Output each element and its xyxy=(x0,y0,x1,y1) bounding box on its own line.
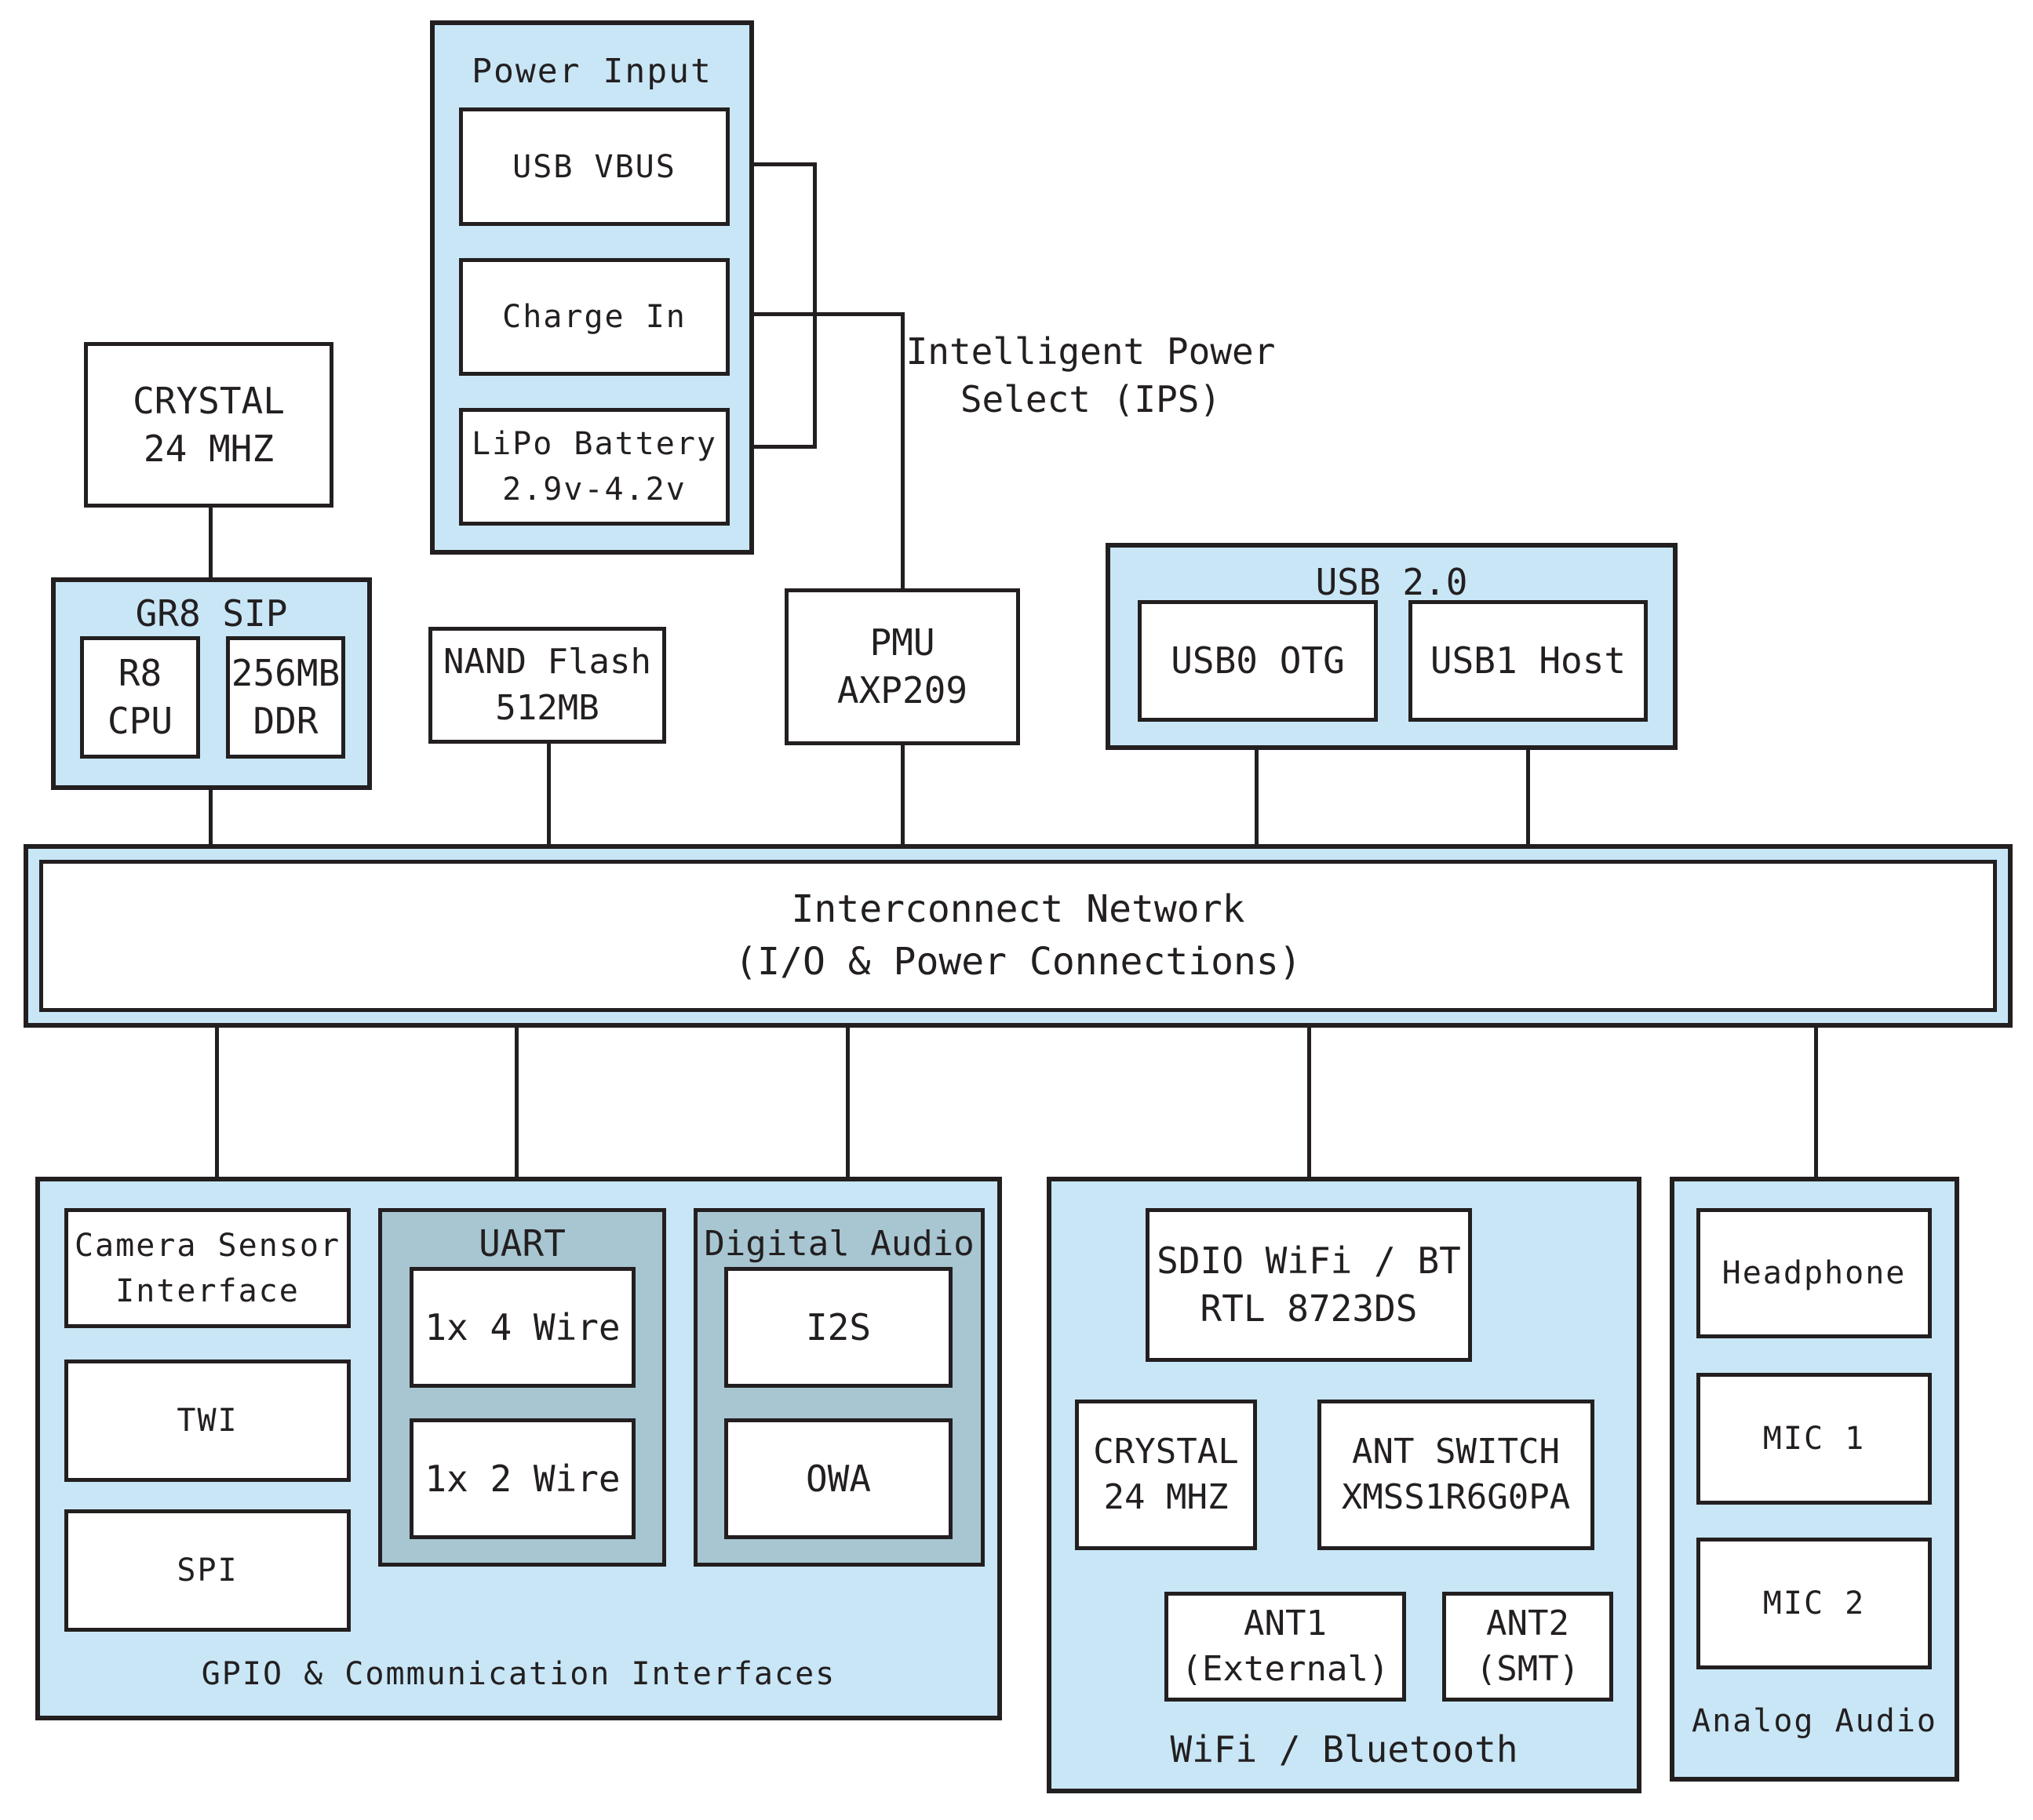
twi-label: TWI xyxy=(177,1403,239,1439)
mic2-label: MIC 2 xyxy=(1762,1585,1866,1622)
usb-vbus-label: USB VBUS xyxy=(512,148,676,185)
wifi-crystal-label: CRYSTAL 24 MHZ xyxy=(1093,1431,1239,1517)
ant-switch-label: ANT SWITCH XMSS1R6G0PA xyxy=(1341,1431,1571,1517)
charge-in-label: Charge In xyxy=(502,299,687,335)
headphone-label: Headphone xyxy=(1721,1255,1907,1291)
analog-audio-title: Analog Audio xyxy=(1692,1703,1937,1739)
ant1-box: ANT1 (External) xyxy=(1164,1592,1406,1702)
usb0-otg-box: USB0 OTG xyxy=(1138,600,1378,722)
connector-line xyxy=(515,1026,519,1210)
ddr-label: 256MB DDR xyxy=(231,652,341,742)
r8-cpu-box: R8 CPU xyxy=(80,636,200,759)
usb2-title: USB 2.0 xyxy=(1315,561,1468,603)
pmu-box: PMU AXP209 xyxy=(785,588,1020,745)
usb0-otg-label: USB0 OTG xyxy=(1171,639,1345,682)
connector-line xyxy=(728,312,904,316)
mic1-label: MIC 1 xyxy=(1762,1421,1866,1457)
wifi-crystal-box: CRYSTAL 24 MHZ xyxy=(1075,1400,1257,1550)
charge-in-box: Charge In xyxy=(459,258,730,376)
connector-line xyxy=(1526,720,1530,847)
i2s-label: I2S xyxy=(805,1305,872,1349)
ant-switch-box: ANT SWITCH XMSS1R6G0PA xyxy=(1317,1400,1594,1550)
ant1-label: ANT1 (External) xyxy=(1181,1603,1390,1689)
connector-line xyxy=(547,742,551,847)
connector-line xyxy=(209,788,213,847)
ips-label: Intelligent Power Select (IPS) xyxy=(905,330,1276,420)
ddr-box: 256MB DDR xyxy=(226,636,345,759)
interconnect-box: Interconnect Network (I/O & Power Connec… xyxy=(39,860,1997,1012)
connector-line xyxy=(1307,1026,1311,1210)
spi-box: SPI xyxy=(64,1509,351,1632)
uart-4wire-box: 1x 4 Wire xyxy=(410,1267,636,1388)
i2s-box: I2S xyxy=(724,1267,953,1388)
lipo-battery-label: LiPo Battery 2.9v-4.2v xyxy=(472,426,717,508)
crystal-label: CRYSTAL 24 MHZ xyxy=(133,379,285,470)
camera-box: Camera Sensor Interface xyxy=(64,1208,351,1328)
nand-flash-box: NAND Flash 512MB xyxy=(428,627,666,744)
pmu-label: PMU AXP209 xyxy=(836,621,968,712)
ant2-box: ANT2 (SMT) xyxy=(1442,1592,1613,1702)
connector-line xyxy=(813,162,817,449)
camera-label: Camera Sensor Interface xyxy=(74,1227,341,1309)
connector-line xyxy=(728,162,817,166)
connector-line xyxy=(846,1026,850,1210)
connector-line xyxy=(209,506,213,581)
owa-box: OWA xyxy=(724,1418,953,1539)
headphone-box: Headphone xyxy=(1696,1208,1932,1338)
uart-2wire-label: 1x 2 Wire xyxy=(424,1457,621,1500)
crystal-box: CRYSTAL 24 MHZ xyxy=(84,342,333,508)
uart-2wire-box: 1x 2 Wire xyxy=(410,1418,636,1539)
mic1-box: MIC 1 xyxy=(1696,1373,1932,1505)
usb-vbus-box: USB VBUS xyxy=(459,107,730,226)
connector-line xyxy=(901,312,905,590)
wifi-title: WiFi / Bluetooth xyxy=(1170,1728,1518,1771)
nand-flash-label: NAND Flash 512MB xyxy=(443,642,651,728)
power-input-title: Power Input xyxy=(472,52,712,91)
ant2-label: ANT2 (SMT) xyxy=(1475,1603,1580,1689)
uart-4wire-label: 1x 4 Wire xyxy=(424,1305,621,1349)
mic2-box: MIC 2 xyxy=(1696,1538,1932,1669)
connector-line xyxy=(1255,720,1259,847)
connector-line xyxy=(728,445,817,449)
spi-label: SPI xyxy=(177,1552,239,1589)
connector-line xyxy=(215,1026,219,1210)
gpio-title: GPIO & Communication Interfaces xyxy=(201,1656,836,1692)
owa-label: OWA xyxy=(805,1457,872,1500)
sdio-wifi-box: SDIO WiFi / BT RTL 8723DS xyxy=(1146,1208,1472,1362)
twi-box: TWI xyxy=(64,1360,351,1482)
uart-title: UART xyxy=(479,1222,566,1265)
r8-cpu-label: R8 CPU xyxy=(107,652,173,742)
interconnect-label: Interconnect Network (I/O & Power Connec… xyxy=(734,886,1302,984)
digital-audio-title: Digital Audio xyxy=(704,1224,975,1264)
gr8-sip-title: GR8 SIP xyxy=(135,592,288,635)
lipo-battery-box: LiPo Battery 2.9v-4.2v xyxy=(459,408,730,526)
sdio-wifi-label: SDIO WiFi / BT RTL 8723DS xyxy=(1157,1239,1461,1330)
usb1-host-label: USB1 Host xyxy=(1430,639,1627,682)
connector-line xyxy=(901,744,905,847)
usb1-host-box: USB1 Host xyxy=(1408,600,1648,722)
connector-line xyxy=(1814,1026,1818,1210)
